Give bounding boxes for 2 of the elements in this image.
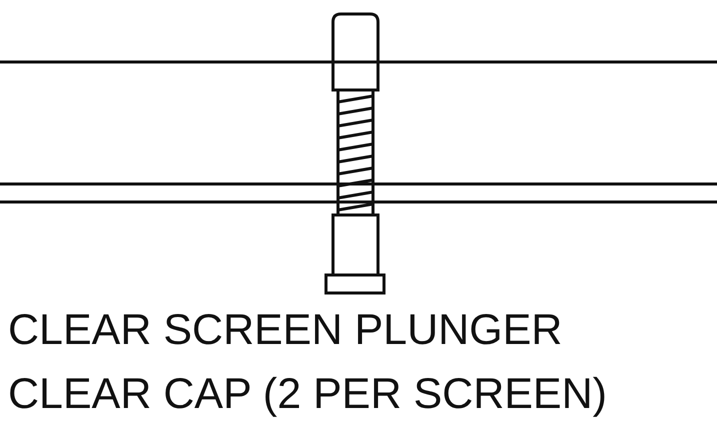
part-label: CLEAR SCREEN PLUNGER — [8, 306, 562, 354]
part-label: CLEAR CAP (2 PER SCREEN) — [8, 370, 607, 418]
